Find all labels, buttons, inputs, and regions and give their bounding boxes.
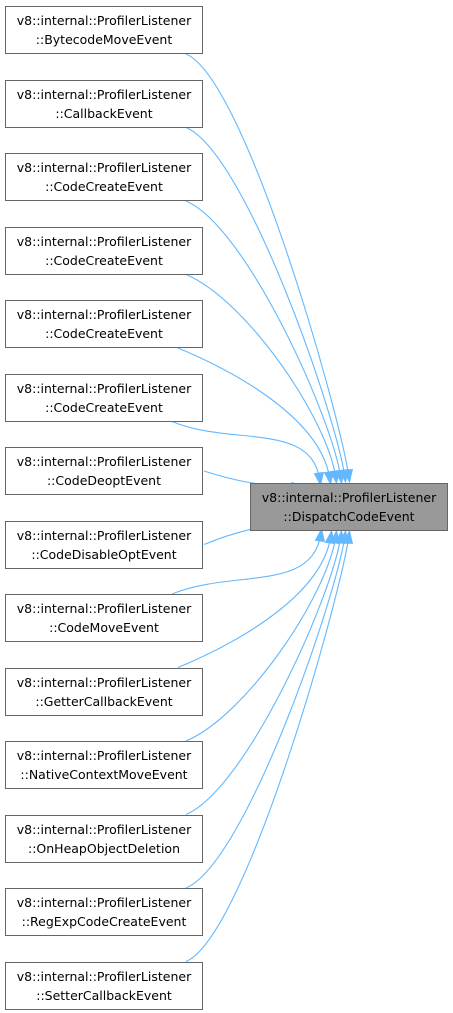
- node-label-line1: v8::internal::ProfilerListener: [16, 13, 192, 28]
- node-label-line2: ::CodeCreateEvent: [45, 179, 163, 194]
- node-dispatch-code-event: v8::internal::ProfilerListener ::Dispatc…: [250, 483, 448, 531]
- node-label-line2: ::CodeCreateEvent: [45, 326, 163, 341]
- node-code-move-event[interactable]: v8::internal::ProfilerListener::CodeMove…: [5, 594, 203, 642]
- call-edge: [177, 347, 331, 481]
- node-label-line1: v8::internal::ProfilerListener: [16, 380, 192, 396]
- node-label-line2: ::CodeDisableOptEvent: [31, 546, 177, 562]
- node-label-line2: ::NativeContextMoveEvent: [20, 767, 188, 782]
- node-label-line2: ::CodeCreateEvent: [45, 252, 163, 268]
- node-label-line2: ::DispatchCodeEvent: [283, 509, 415, 524]
- node-label-line1: v8::internal::ProfilerListener: [16, 674, 192, 690]
- node-label-line1: v8::internal::ProfilerListener: [16, 821, 192, 837]
- node-label-line1: v8::internal::ProfilerListener: [16, 748, 192, 763]
- call-edge: [171, 532, 322, 595]
- call-edge: [185, 534, 346, 889]
- node-callback-event[interactable]: v8::internal::ProfilerListener::Callback…: [5, 79, 203, 128]
- call-edge: [185, 534, 342, 816]
- node-code-create-event-4[interactable]: v8::internal::ProfilerListener::CodeCrea…: [5, 373, 203, 422]
- node-code-disable-opt-event[interactable]: v8::internal::ProfilerListener::CodeDisa…: [5, 520, 203, 569]
- call-edge: [185, 273, 337, 480]
- node-code-create-event-2[interactable]: v8::internal::ProfilerListener::CodeCrea…: [5, 226, 203, 275]
- node-label-line2: ::OnHeapObjectDeletion: [27, 840, 180, 856]
- node-label-line2: ::GetterCallbackEvent: [35, 693, 173, 709]
- node-label-line1: v8::internal::ProfilerListener: [16, 527, 192, 543]
- node-label-line1: v8::internal::ProfilerListener: [16, 307, 192, 322]
- node-native-context-move-event[interactable]: v8::internal::ProfilerListener::NativeCo…: [5, 741, 203, 789]
- node-label-line1: v8::internal::ProfilerListener: [16, 601, 192, 616]
- arrowhead: [342, 529, 354, 545]
- call-edge: [177, 534, 332, 669]
- call-edge: [185, 534, 350, 963]
- node-code-create-event-3[interactable]: v8::internal::ProfilerListener::CodeCrea…: [5, 300, 203, 348]
- node-getter-callback-event[interactable]: v8::internal::ProfilerListener::GetterCa…: [5, 667, 203, 716]
- node-label-line1: v8::internal::ProfilerListener: [16, 895, 192, 910]
- arrowhead: [314, 527, 326, 543]
- arrowhead: [323, 470, 335, 486]
- node-label-line1: v8::internal::ProfilerListener: [16, 454, 192, 469]
- node-label-line1: v8::internal::ProfilerListener: [261, 490, 437, 505]
- call-edge: [185, 126, 346, 479]
- node-label-line1: v8::internal::ProfilerListener: [16, 160, 192, 175]
- node-label-line2: ::SetterCallbackEvent: [36, 987, 172, 1003]
- call-edge: [185, 53, 350, 479]
- node-label-line2: ::BytecodeMoveEvent: [35, 32, 173, 47]
- call-edge: [171, 420, 321, 482]
- node-label-line1: v8::internal::ProfilerListener: [16, 968, 192, 984]
- node-on-heap-object-deletion[interactable]: v8::internal::ProfilerListener::OnHeapOb…: [5, 814, 203, 863]
- call-edge: [185, 534, 337, 742]
- node-label-line2: ::RegExpCodeCreateEvent: [21, 914, 187, 929]
- call-edge: [185, 200, 342, 480]
- node-label-line1: v8::internal::ProfilerListener: [16, 233, 192, 249]
- arrowhead: [313, 471, 325, 487]
- node-bytecode-move-event[interactable]: v8::internal::ProfilerListener::Bytecode…: [5, 6, 203, 54]
- node-label-line2: ::CallbackEvent: [55, 105, 153, 121]
- node-label-line1: v8::internal::ProfilerListener: [16, 86, 192, 102]
- node-code-create-event-1[interactable]: v8::internal::ProfilerListener::CodeCrea…: [5, 153, 203, 201]
- node-reg-exp-code-create-event[interactable]: v8::internal::ProfilerListener::RegExpCo…: [5, 888, 203, 936]
- node-label-line2: ::CodeDeoptEvent: [46, 473, 162, 488]
- node-code-deopt-event[interactable]: v8::internal::ProfilerListener::CodeDeop…: [5, 447, 203, 495]
- node-label-line2: ::CodeMoveEvent: [49, 620, 159, 635]
- node-setter-callback-event[interactable]: v8::internal::ProfilerListener::SetterCa…: [5, 961, 203, 1010]
- node-label-line2: ::CodeCreateEvent: [45, 399, 163, 415]
